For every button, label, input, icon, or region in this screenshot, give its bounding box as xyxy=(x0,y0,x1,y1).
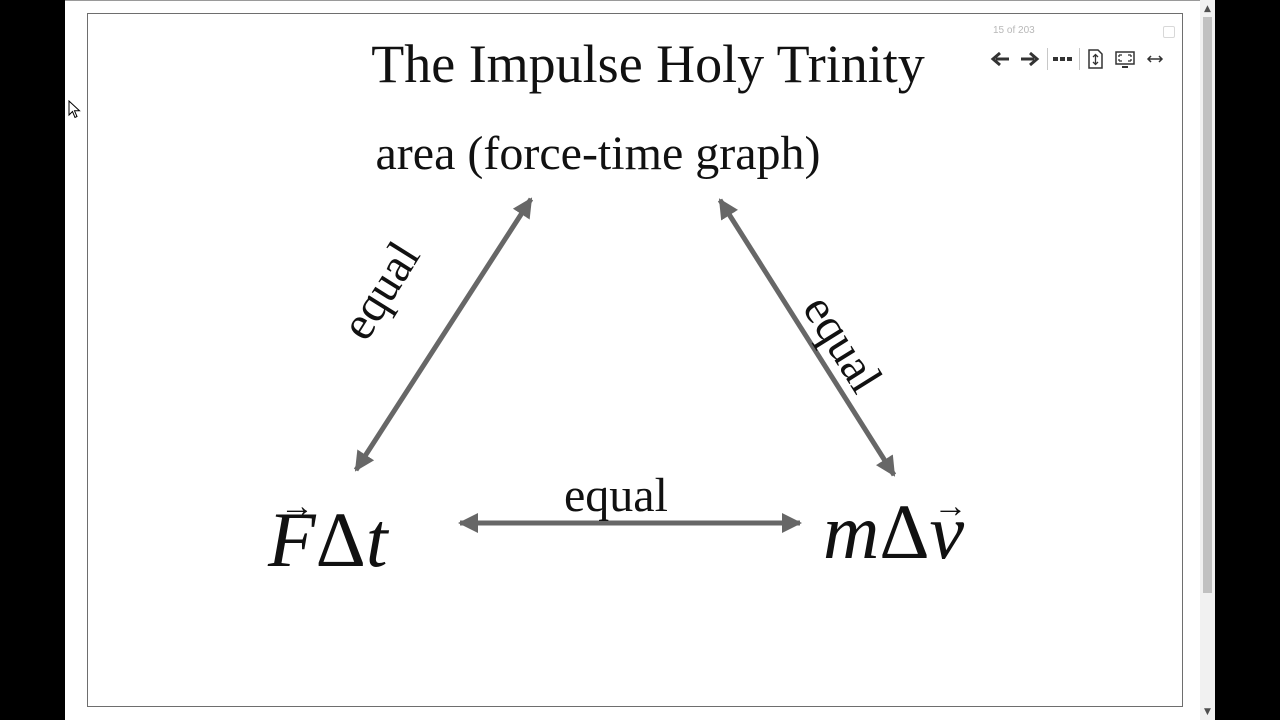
viewer-border xyxy=(65,0,1215,1)
toolbar-separator xyxy=(1079,48,1080,70)
force-time-formula: →FΔt xyxy=(268,488,388,583)
scroll-thumb[interactable] xyxy=(1203,17,1212,593)
page-indicator: 15 of 203 xyxy=(993,25,1035,36)
scroll-down-button[interactable]: ▼ xyxy=(1204,706,1211,717)
arrow-right-icon[interactable] xyxy=(1017,46,1043,72)
pdf-viewer: The Impulse Holy Trinity area (force-tim… xyxy=(65,0,1215,720)
toolbar-separator xyxy=(1047,48,1048,70)
area-label: area (force-time graph) xyxy=(375,127,821,180)
delta-symbol: Δ xyxy=(315,496,366,583)
mass-variable: m xyxy=(823,488,880,575)
equal-label-bottom: equal xyxy=(564,469,668,522)
slide-title: The Impulse Holy Trinity xyxy=(371,34,925,94)
more-icon[interactable] xyxy=(1050,46,1076,72)
fullscreen-icon[interactable] xyxy=(1112,46,1138,72)
slide-page: The Impulse Holy Trinity area (force-tim… xyxy=(87,13,1183,707)
time-variable: t xyxy=(365,496,388,583)
toolbar-collapse-icon[interactable] xyxy=(1163,26,1175,38)
fit-width-icon[interactable] xyxy=(1142,46,1168,72)
delta-symbol: Δ xyxy=(879,488,930,575)
vertical-scrollbar[interactable]: ▲ ▼ xyxy=(1200,0,1215,720)
vector-arrow-icon: → xyxy=(280,488,314,525)
momentum-formula: mΔ→v xyxy=(823,488,968,575)
left-double-arrow xyxy=(353,197,534,472)
mouse-cursor-icon xyxy=(68,100,81,119)
velocity-vector: →v xyxy=(929,488,968,575)
vector-arrow-icon: → xyxy=(933,488,968,525)
force-vector: →F xyxy=(268,488,316,583)
arrow-left-icon[interactable] xyxy=(987,46,1013,72)
scroll-up-button[interactable]: ▲ xyxy=(1204,3,1211,14)
pdf-toolbar: 15 of 203 xyxy=(987,20,1179,75)
triangle-arrows xyxy=(353,197,897,533)
fit-page-icon[interactable] xyxy=(1082,46,1108,72)
right-double-arrow xyxy=(717,198,897,477)
